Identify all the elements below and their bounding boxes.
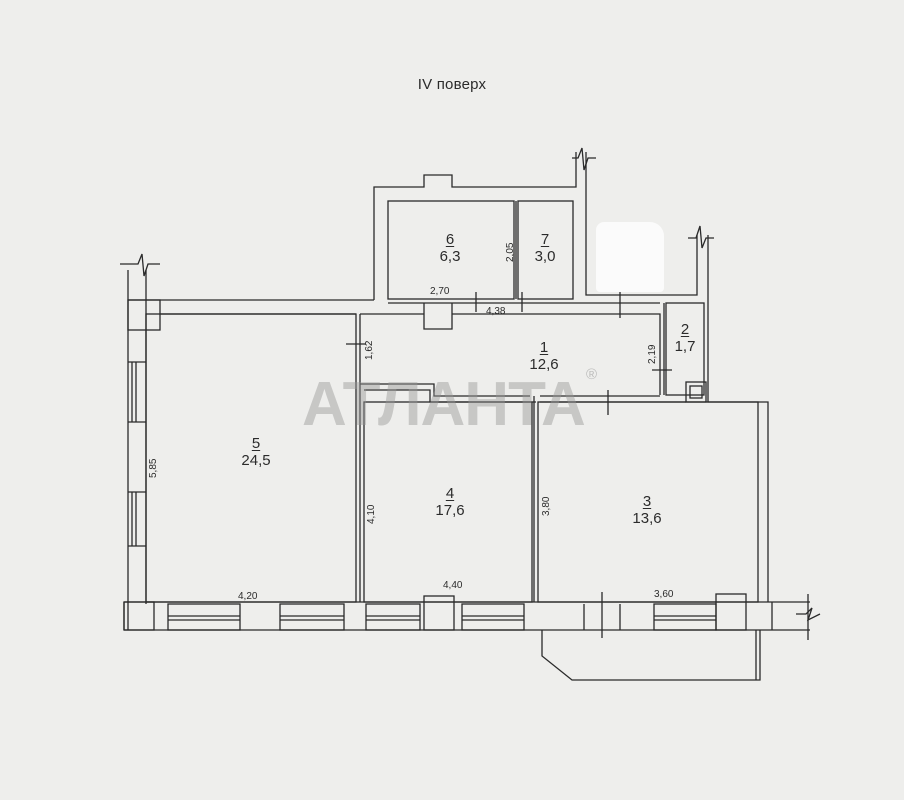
room-area: 13,6	[632, 510, 662, 527]
dimension-room4-height: 4,10	[366, 504, 377, 524]
dimension-room5-height: 5,85	[148, 458, 159, 478]
room-area: 12,6	[529, 356, 559, 373]
room-area: 24,5	[241, 452, 271, 469]
room-number: 2	[680, 321, 690, 338]
room-number: 3	[642, 493, 652, 510]
dimension-room6-7-height: 2,05	[505, 242, 516, 262]
registered-mark-icon: ®	[586, 366, 598, 383]
room-number: 6	[445, 231, 455, 248]
dimension-corridor-length: 4,38	[486, 306, 506, 317]
room-area: 17,6	[435, 502, 465, 519]
dimension-room3-height: 3,80	[541, 496, 552, 516]
dimension-room2-height: 2,19	[647, 344, 658, 364]
dimension-room6-width: 2,70	[430, 286, 450, 297]
room-6-label: 6 6,3	[440, 232, 461, 266]
room-number: 7	[540, 231, 550, 248]
room-3-label: 3 13,6	[632, 494, 661, 528]
room-1-label: 1 12,6	[529, 340, 558, 374]
room-4-label: 4 17,6	[435, 486, 464, 520]
room-number: 4	[445, 485, 455, 502]
dimension-room5-width: 4,20	[238, 591, 258, 602]
floor-title: IV поверх	[417, 76, 487, 93]
room-area: 3,0	[534, 248, 556, 265]
room-area: 1,7	[674, 338, 696, 355]
room-5-label: 5 24,5	[241, 436, 270, 470]
room-number: 5	[251, 435, 261, 452]
room-number: 1	[539, 339, 549, 356]
redacted-area	[596, 222, 664, 292]
dimension-corridor-left-height: 1,62	[364, 340, 375, 360]
room-2-label: 2 1,7	[675, 322, 696, 356]
room-area: 6,3	[439, 248, 461, 265]
dimension-room3-width: 3,60	[654, 589, 674, 600]
dimension-room4-width: 4,40	[443, 580, 463, 591]
room-7-label: 7 3,0	[535, 232, 556, 266]
